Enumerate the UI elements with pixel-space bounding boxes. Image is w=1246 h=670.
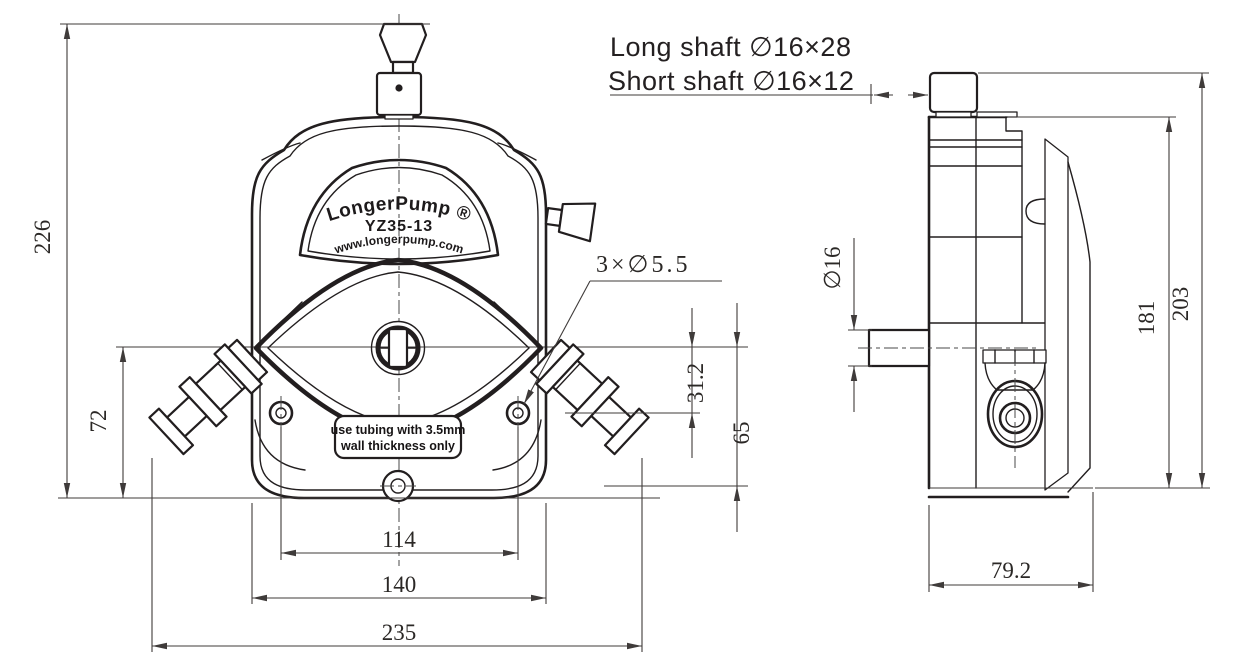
dim-31-2: 31.2 [683,363,708,403]
clamp-lever [544,202,597,243]
hole-callout: 3×∅5.5 [596,252,690,278]
body-shoulder-lines [261,142,537,161]
side-tube-connector [982,349,1047,468]
cover-outer-profile [1067,161,1091,493]
shaft-note-line1: Long shaft ∅16×28 [610,32,851,62]
dim-140: 140 [382,572,417,597]
side-front-cover [1044,138,1069,491]
dim-114: 114 [382,527,416,552]
top-knob [375,22,428,120]
shaft-note-line2: Short shaft ∅16×12 [608,66,854,96]
mount-hole-right [505,396,531,430]
dim-72: 72 [86,410,111,433]
dim-203: 203 [1168,287,1193,322]
dim-shaft-dia: ∅16 [820,246,845,289]
front-view: LongerPump ® YZ35-13 www.longerpump.com [116,14,748,566]
tubing-note-line2: wall thickness only [340,439,455,453]
dim-235: 235 [382,620,417,645]
mount-hole-bottom [380,469,416,503]
tubing-note-label: use tubing with 3.5mm wall thickness onl… [331,414,466,460]
drive-shaft [858,328,1040,368]
brand-panel-inner [307,166,491,260]
diamond-ridge-inner [267,271,530,425]
hole-callout-leader [523,280,591,405]
dim-79-2: 79.2 [991,558,1031,583]
tube-connector-right [529,338,650,456]
side-knob [928,71,979,118]
tubing-note-line1: use tubing with 3.5mm [331,423,466,437]
knob-pin [395,84,403,92]
brand-panel [298,158,500,266]
rotor-shaft-bore [370,320,426,376]
dim-181: 181 [1134,301,1159,336]
tube-connector-left [148,338,269,456]
dimensions: 226 72 114 140 235 3×∅5.5 31.2 [30,23,1210,652]
mount-hole-left [268,396,294,430]
dim-65: 65 [729,422,754,445]
lower-corner-creases [254,419,542,471]
cover-pocket [1025,198,1046,225]
model-text: YZ35-13 [365,218,433,235]
side-view [858,71,1093,499]
dim-226: 226 [30,220,55,255]
